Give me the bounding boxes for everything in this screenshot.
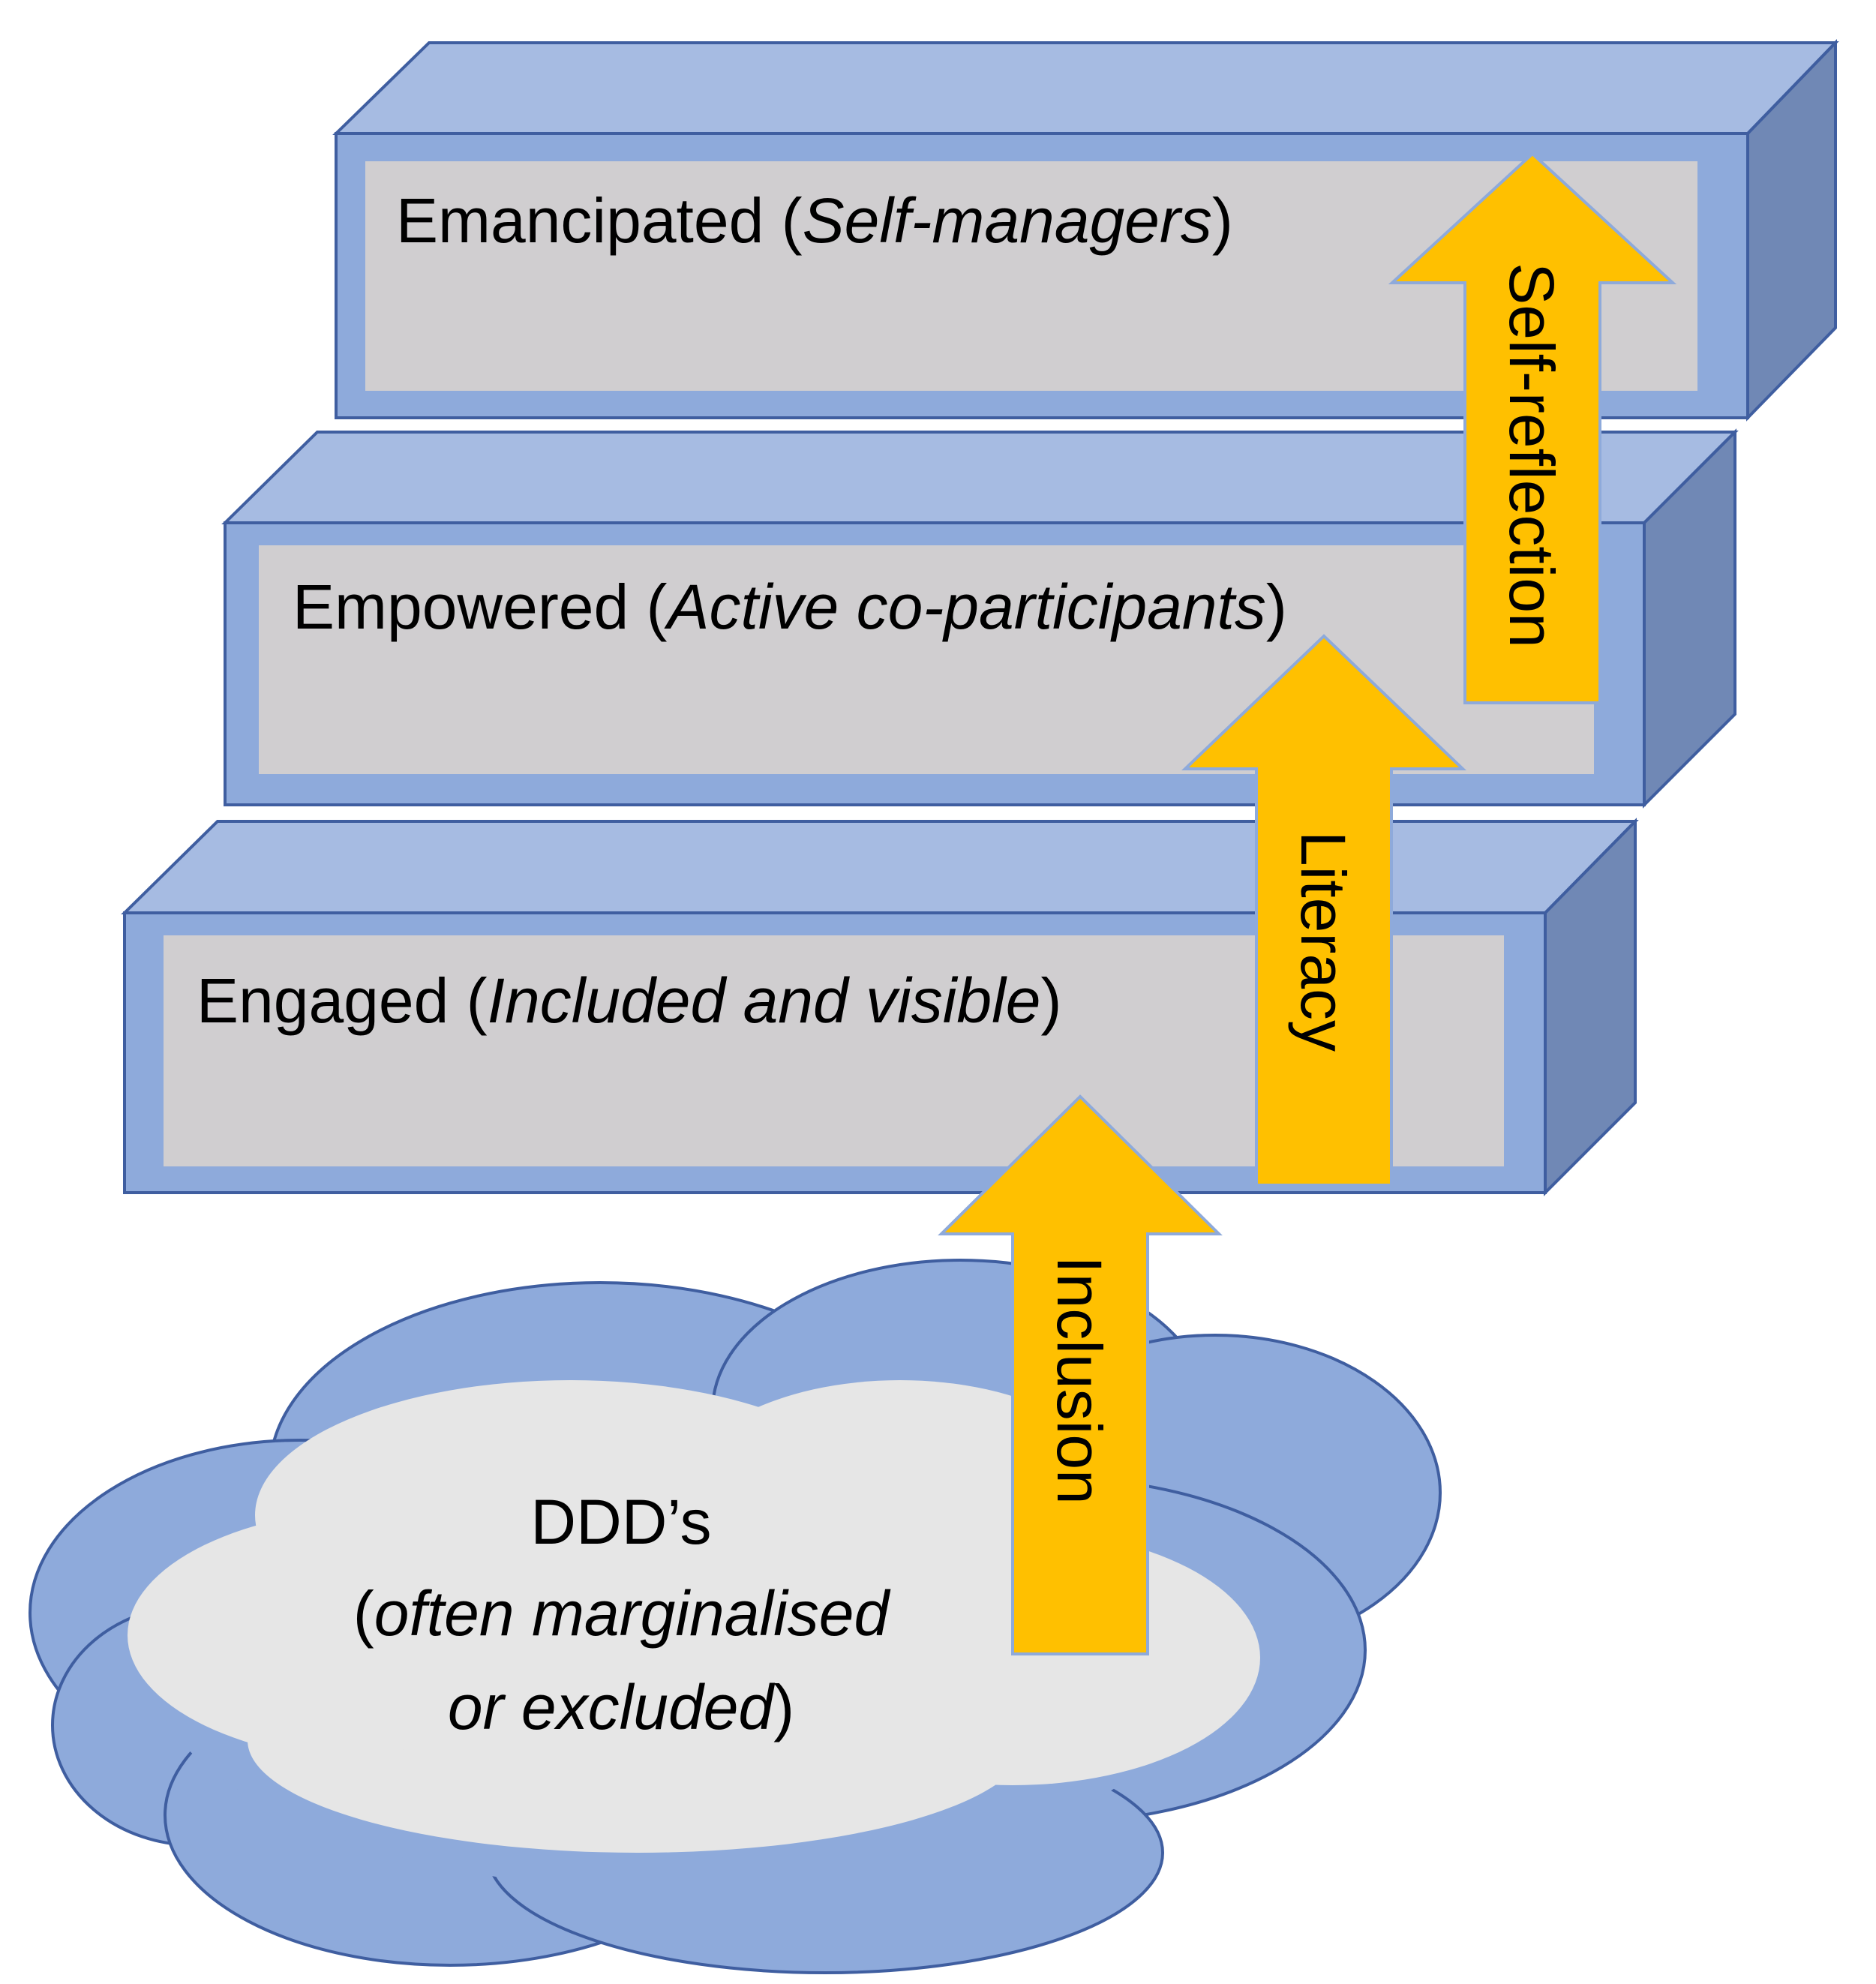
- arrow-label-inclusion: Inclusion: [1044, 1256, 1115, 1505]
- step-block-engaged-top: [121, 820, 1639, 914]
- arrow-self-reflection: Self-reflection: [1388, 152, 1677, 704]
- arrow-self-reflection-shape: [1388, 152, 1677, 704]
- arrow-literacy-shape: [1181, 634, 1466, 1187]
- step-block-emancipated-top: [332, 41, 1839, 135]
- step-label-emancipated: Emancipated (Self-managers): [396, 185, 1233, 256]
- ddd-cloud-inner: [128, 1380, 1260, 1853]
- step-label-engaged: Engaged (Included and visible): [197, 965, 1061, 1036]
- ddd-cloud-title: DDD’s: [530, 1487, 711, 1557]
- ddd-cloud-line3: or excluded): [448, 1672, 794, 1742]
- ddd-cloud: DDD’s (often marginalised or excluded): [29, 1259, 1442, 1974]
- arrow-literacy: Literacy: [1181, 634, 1466, 1187]
- step-label-empowered: Empowered (Active co-participants): [293, 572, 1287, 642]
- arrow-label-literacy: Literacy: [1288, 831, 1358, 1052]
- arrow-label-self-reflection: Self-reflection: [1496, 263, 1567, 648]
- step-block-empowered: Empowered (Active co-participants): [221, 428, 1739, 809]
- step-block-engaged: Engaged (Included and visible): [121, 818, 1639, 1196]
- ddd-cloud-line2: (often marginalised: [353, 1578, 891, 1649]
- arrow-inclusion: Inclusion: [938, 1094, 1223, 1655]
- arrow-inclusion-shape: [938, 1094, 1223, 1655]
